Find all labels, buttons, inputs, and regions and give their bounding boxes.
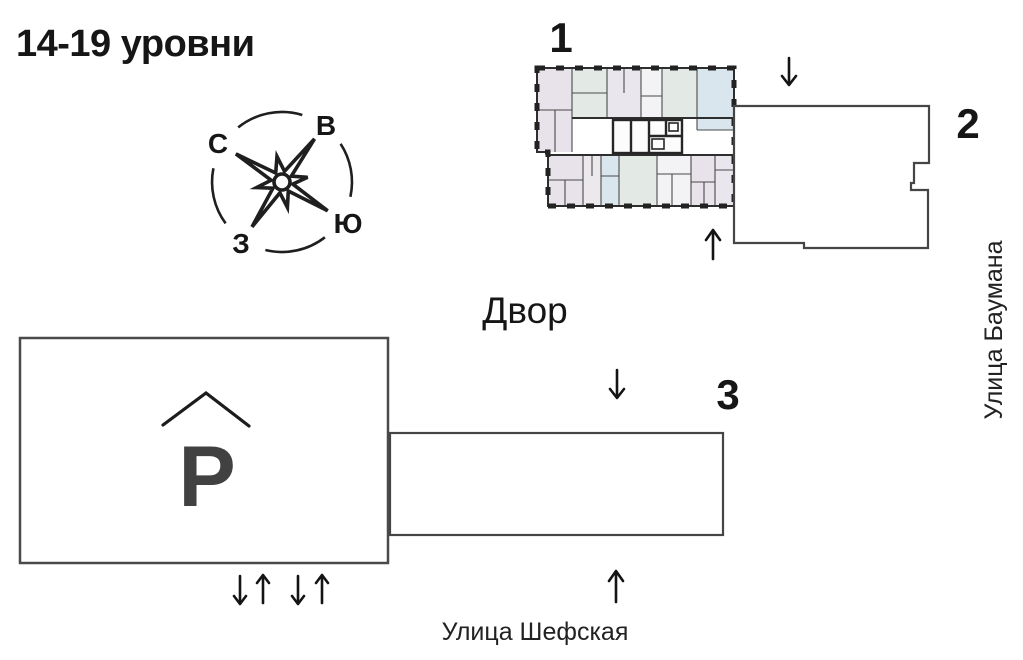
arrow-down-building-3-icon	[608, 368, 626, 400]
street-label-bottom: Улица Шефская	[442, 618, 629, 646]
arrow-up-building-1-icon	[704, 228, 722, 261]
building-1-core	[611, 118, 684, 155]
street-label-right: Улица Баумана	[980, 240, 1008, 419]
parking-arrow-up-2-icon	[314, 573, 330, 605]
arrow-down-building-2-icon	[780, 56, 798, 87]
parking-symbol: Р	[178, 429, 235, 525]
compass-arc-bottom	[265, 236, 326, 254]
building-3-outline	[388, 431, 725, 537]
compass-arc-left	[210, 168, 227, 225]
compass-arc-right	[339, 143, 354, 198]
page-title: 14-19 уровни	[16, 23, 254, 65]
parking-arrow-down-1-icon	[232, 574, 248, 606]
arrow-up-building-3-icon	[607, 569, 625, 604]
building-1-label: 1	[549, 14, 572, 61]
building-1-floorplan	[534, 65, 737, 209]
building-1-interior-walls	[537, 68, 734, 206]
entrance-arrows	[232, 56, 798, 606]
parking-roof-icon	[161, 390, 251, 428]
parking-outline	[18, 336, 390, 565]
building-2-label: 2	[956, 100, 979, 147]
compass-east-label: В	[316, 110, 336, 141]
courtyard-label: Двор	[482, 290, 567, 331]
parking-arrow-up-1-icon	[255, 573, 271, 605]
compass-west-label: З	[232, 228, 250, 259]
parking-structure: Р	[18, 336, 390, 565]
compass-rose	[210, 110, 354, 254]
building-3-label: 3	[716, 371, 739, 418]
compass-north-label: С	[208, 128, 228, 159]
parking-arrow-down-2-icon	[290, 574, 306, 606]
compass-arc-top	[237, 110, 303, 129]
building-2-outline	[732, 104, 931, 250]
building-1-balcony-ticks	[534, 65, 737, 209]
compass-south-label: Ю	[334, 208, 363, 239]
compass-hub	[272, 172, 292, 192]
